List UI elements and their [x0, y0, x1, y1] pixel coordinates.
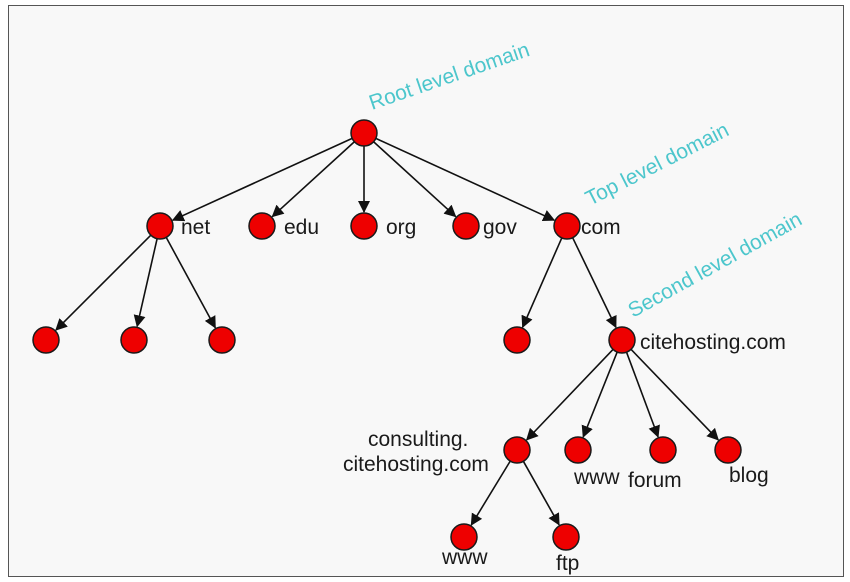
- edge-consult-cwww: [470, 460, 511, 526]
- edge-com-c1: [521, 237, 563, 329]
- edge-root-com: [375, 137, 556, 222]
- edge-net-n2: [133, 238, 158, 328]
- label-consulting-www: www: [441, 546, 488, 569]
- node-net: [146, 212, 174, 240]
- diagram-frame: [8, 5, 844, 577]
- node-gov: [452, 212, 480, 240]
- second-level-label: Second level domain: [624, 208, 806, 323]
- label-consulting-line2: citehosting.com: [343, 453, 489, 476]
- node-n2: [120, 326, 148, 354]
- label-edu: edu: [284, 216, 319, 239]
- node-c1: [503, 326, 531, 354]
- label-consulting-ftp: ftp: [556, 552, 579, 575]
- node-blog: [714, 436, 742, 464]
- edge-root-net: [171, 137, 353, 222]
- edge-net-n1: [55, 234, 152, 331]
- node-edu: [248, 212, 276, 240]
- label-citehosting: citehosting.com: [640, 331, 786, 354]
- root-level-label: Root level domain: [366, 38, 532, 114]
- tree-nodes: [32, 119, 742, 551]
- edge-cite-consult: [525, 348, 614, 441]
- edge-net-n3: [165, 237, 217, 329]
- tree-edges: [55, 137, 719, 526]
- label-consulting-line1: consulting.: [368, 428, 468, 451]
- node-cftp: [552, 523, 580, 551]
- label-net: net: [181, 216, 210, 239]
- node-cite: [608, 326, 636, 354]
- edge-cite-www: [581, 351, 618, 438]
- edge-root-gov: [373, 141, 457, 218]
- label-blog: blog: [729, 464, 769, 487]
- edge-cite-forum: [625, 351, 660, 438]
- node-www: [564, 436, 592, 464]
- label-org: org: [386, 216, 416, 239]
- edge-com-cite: [571, 237, 617, 329]
- level-labels: Root level domain Top level domain Secon…: [366, 38, 806, 322]
- label-gov: gov: [483, 216, 517, 239]
- edge-consult-cftp: [522, 460, 560, 526]
- node-labels: net edu org gov com citehosting.com cons…: [181, 216, 786, 575]
- node-root: [350, 119, 378, 147]
- label-www: www: [573, 466, 620, 489]
- node-com: [553, 212, 581, 240]
- edge-cite-blog: [630, 348, 719, 441]
- node-n1: [32, 326, 60, 354]
- node-cwww: [450, 523, 478, 551]
- node-consult: [503, 436, 531, 464]
- edge-root-edu: [271, 141, 355, 218]
- node-n3: [208, 326, 236, 354]
- label-forum: forum: [628, 469, 682, 492]
- top-level-label: Top level domain: [582, 118, 733, 210]
- node-forum: [649, 436, 677, 464]
- label-com: com: [581, 216, 621, 239]
- node-org: [350, 212, 378, 240]
